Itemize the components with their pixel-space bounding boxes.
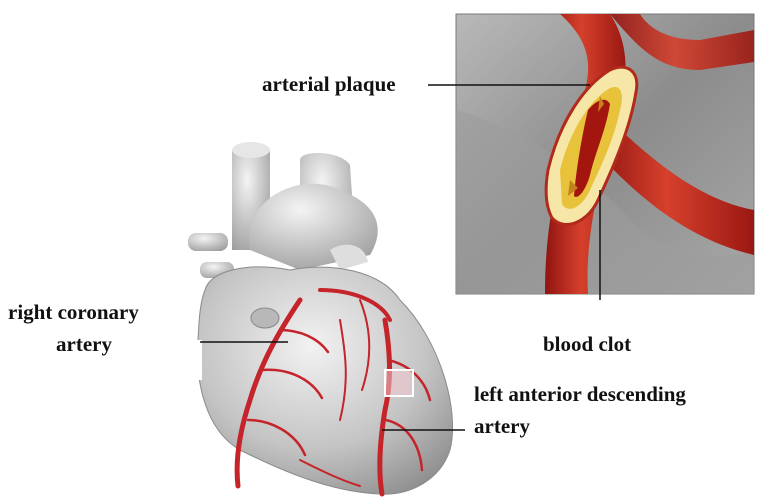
- heart-auricle: [251, 308, 279, 328]
- label-lad-line2: artery: [474, 412, 530, 440]
- artery-inset: [456, 14, 754, 294]
- vessel-left-stub-1: [188, 233, 228, 251]
- label-blood-clot: blood clot: [543, 330, 631, 358]
- lad-highlight-box: [385, 370, 413, 396]
- label-arterial-plaque: arterial plaque: [262, 70, 396, 98]
- label-right-coronary-line2: artery: [56, 330, 112, 358]
- label-mask: [120, 340, 202, 380]
- label-lad-line1: left anterior descending: [474, 380, 686, 408]
- label-right-coronary-line1: right coronary: [8, 298, 139, 326]
- heart-illustration: [120, 142, 453, 494]
- vessel-opening-left: [232, 142, 270, 158]
